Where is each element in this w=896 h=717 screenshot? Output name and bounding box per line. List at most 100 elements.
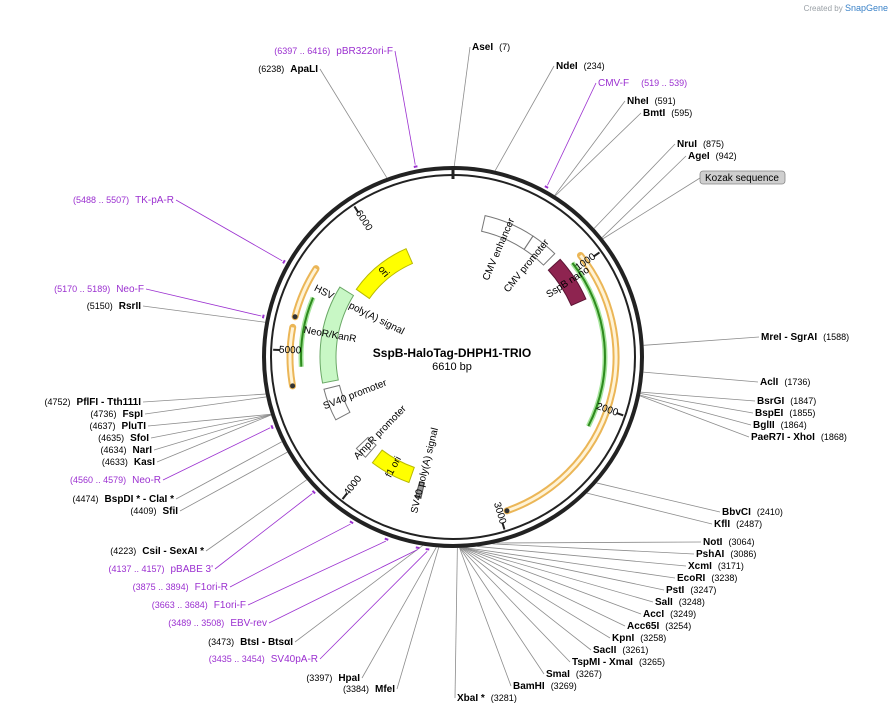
- enzyme-kasi-site: (4633): [102, 457, 128, 467]
- enzyme-smai-label: SmaI(3267): [546, 669, 602, 680]
- enzyme-pshai-name: PshAI: [696, 549, 725, 560]
- enzyme-mrei-sgrai-leader: [643, 336, 760, 346]
- enzyme-pluti-leader: [147, 413, 271, 427]
- enzyme-xbai-site: (3281): [491, 693, 517, 703]
- enzyme-kasi-leader: [156, 414, 272, 463]
- enzyme-bamhi-name: BamHI: [513, 681, 545, 692]
- enzyme-xcmi-site: (3171): [718, 561, 744, 571]
- enzyme-apali-leader: [319, 68, 388, 179]
- enzyme-kfli-label: KflI(2487): [714, 519, 762, 530]
- enzyme-xcmi-label: XcmI(3171): [688, 561, 744, 572]
- enzyme-acci-leader: [463, 547, 642, 615]
- enzyme-bbvci-label: BbvCI(2410): [722, 507, 783, 518]
- enzyme-apali-site: (6238): [258, 64, 284, 74]
- primer-pbabe-3-leader: [214, 493, 313, 570]
- enzyme-asei-name: AseI: [472, 42, 493, 53]
- enzyme-apali-name: ApaLI: [290, 64, 318, 75]
- enzyme-pshai-label: PshAI(3086): [696, 549, 756, 560]
- enzyme-nari-name: NarI: [133, 445, 153, 456]
- enzyme-pluti-site: (4637): [90, 421, 116, 431]
- enzyme-pflfi-tth111i-site: (4752): [45, 397, 71, 407]
- orf-main-inner: [506, 254, 618, 513]
- enzyme-rsrii-name: RsrII: [119, 301, 141, 312]
- enzyme-fspi-site: (4736): [90, 409, 116, 419]
- primer-neo-r-range: (4560 .. 4579): [70, 475, 126, 485]
- enzyme-fspi-leader: [144, 396, 267, 415]
- primer-sv40pa-r-name: SV40pA-R: [271, 654, 318, 665]
- enzyme-psti-leader: [463, 547, 665, 591]
- enzyme-bspdi-clai-name: BspDI * - ClaI *: [105, 494, 175, 505]
- enzyme-paer7i-xhoi-name: PaeR7I - XhoI: [751, 432, 815, 443]
- enzyme-bmti-site: (595): [671, 108, 692, 118]
- enzyme-bspei-site: (1855): [789, 408, 815, 418]
- feature-sv40-poly-a-signal-label: SV40 poly(A) signal: [409, 427, 441, 515]
- enzyme-sfoi-site: (4635): [98, 433, 124, 443]
- kozak-leader: [602, 177, 701, 240]
- feature-ori-label: ori: [376, 264, 392, 280]
- enzyme-agei-site: (942): [716, 151, 737, 161]
- orf-main-outline: [503, 251, 620, 515]
- created-by-text: Created by: [803, 4, 843, 13]
- enzyme-bspei-leader: [640, 393, 754, 414]
- primer-ebv-rev-range: (3489 .. 3508): [168, 618, 224, 628]
- primer-neo-f-range: (5170 .. 5189): [54, 284, 110, 294]
- enzyme-mfei-site: (3384): [343, 684, 369, 694]
- enzyme-agei-label: AgeI (942): [688, 151, 737, 162]
- enzyme-pflfi-tth111i-label: (4752)PflFI - Tth111I: [45, 397, 142, 408]
- enzyme-mrei-sgrai-site: (1588): [823, 332, 849, 342]
- enzyme-kpni-site: (3258): [640, 633, 666, 643]
- enzyme-kasi-name: KasI: [134, 457, 155, 468]
- enzyme-rsrii-site: (5150): [87, 301, 113, 311]
- enzyme-sfii-label: (4409)SfiI: [130, 506, 178, 517]
- enzyme-nrui-leader: [593, 143, 676, 229]
- feature-f1-ori: [371, 449, 415, 484]
- enzyme-csii-sexai-site: (4223): [110, 546, 136, 556]
- tick-mark-1000: [593, 251, 601, 258]
- label-leader-lines: [142, 46, 760, 699]
- enzyme-agei-name: AgeI: [688, 151, 710, 162]
- orf-neo-1-inner: [288, 327, 295, 387]
- orf-neo-1-arrowhead: [290, 383, 296, 389]
- enzyme-bamhi-site: (3269): [551, 681, 577, 691]
- enzyme-xbai-leader: [454, 547, 458, 699]
- enzyme-bspei-label: BspEI(1855): [755, 408, 815, 419]
- primer-tk-pa-r-name: TK-pA-R: [135, 195, 174, 206]
- enzyme-sfoi-leader: [150, 414, 271, 439]
- enzyme-tspmi-xmai-name: TspMI - XmaI: [572, 657, 633, 668]
- primer-f1ori-r-range: (3875 .. 3894): [133, 582, 189, 592]
- primer-f1ori-r-mark: [349, 520, 354, 525]
- enzyme-mrei-sgrai-name: MreI - SgrAI: [761, 332, 817, 343]
- enzyme-fspi-name: FspI: [122, 409, 143, 420]
- primer-neo-f-label: (5170 .. 5189)Neo-F: [54, 284, 144, 295]
- primer-sv40pa-r-leader: [319, 551, 428, 660]
- enzyme-sali-name: SalI: [655, 597, 673, 608]
- enzyme-nari-label: (4634)NarI: [101, 445, 153, 456]
- primer-cmv-f-name: CMV-F: [598, 78, 629, 89]
- primer-pbabe-3-mark: [311, 490, 316, 495]
- enzyme-bspdi-clai-site: (4474): [73, 494, 99, 504]
- primer-pbr322ori-f-label: (6397 .. 6416)pBR322ori-F: [274, 46, 393, 57]
- enzyme-noti-name: NotI: [703, 537, 723, 548]
- enzyme-rsrii-leader: [142, 305, 266, 323]
- enzyme-btsi-bts-i-name: BtsI - BtsαI: [240, 637, 293, 648]
- primer-ebv-rev-name: EBV-rev: [230, 618, 267, 629]
- primer-tk-pa-r-leader: [175, 199, 283, 262]
- enzyme-psti-name: PstI: [666, 585, 685, 596]
- enzyme-csii-sexai-name: CsiI - SexAI *: [142, 546, 204, 557]
- label-layer: AseI(7)NdeI(234)NheI(591)BmtI(595)NruI(8…: [45, 42, 850, 704]
- enzyme-kasi-label: (4633) KasI: [102, 457, 155, 468]
- primer-ebv-rev-label: (3489 .. 3508) EBV-rev: [168, 618, 267, 629]
- enzyme-asei-label: AseI(7): [472, 42, 510, 53]
- enzyme-nhei-label: NheI(591): [627, 96, 676, 107]
- primer-neo-f-leader: [145, 288, 262, 317]
- primer-neo-f-mark: [261, 314, 265, 319]
- enzyme-bglii-leader: [640, 394, 752, 426]
- enzyme-bmti-label: BmtI(595): [643, 108, 692, 119]
- enzyme-acc65i-name: Acc65I: [627, 621, 659, 632]
- enzyme-acci-name: AccI: [643, 609, 664, 620]
- enzyme-mfei-label: (3384)MfeI: [343, 684, 395, 695]
- enzyme-hpai-name: HpaI: [338, 673, 360, 684]
- feature-neor-kanr: [319, 286, 355, 384]
- enzyme-hpai-label: (3397)HpaI: [306, 673, 360, 684]
